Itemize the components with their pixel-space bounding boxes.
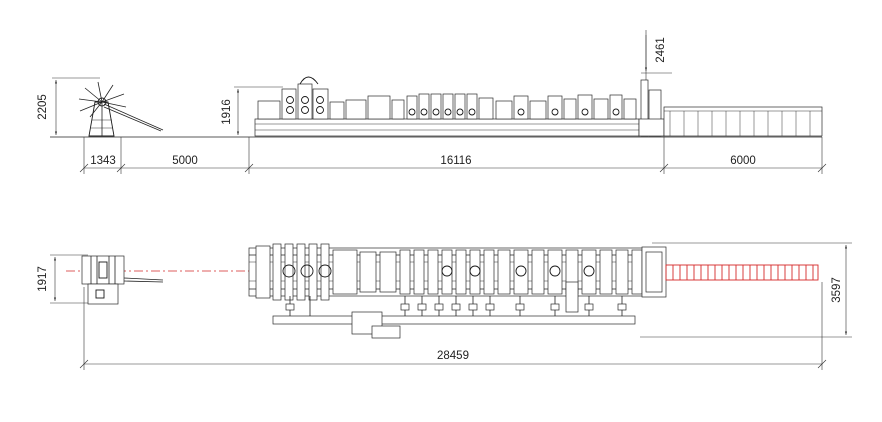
plan-view: 1917 3597 28459 [37, 242, 852, 370]
dim-mill-height: 1916 [221, 86, 283, 135]
dim-decoiler-length-text: 1343 [90, 155, 116, 167]
dim-runout-width-text: 3597 [831, 277, 843, 303]
decoiler-plan [81, 255, 164, 305]
dim-elevation-lengths: 1343 5000 16116 6000 [79, 137, 827, 174]
decoiler-elevation [78, 81, 164, 137]
dim-mill-height-text: 1916 [221, 99, 233, 125]
dim-gap-length-text: 5000 [172, 155, 198, 167]
dim-runout-width: 3597 [640, 242, 852, 338]
dim-decoiler-width-text: 1917 [37, 266, 49, 292]
runout-table-elevation [663, 106, 823, 137]
dim-runout-length-text: 6000 [730, 155, 756, 167]
dim-overall-length: 28459 [79, 282, 827, 370]
dim-decoiler-height-text: 2205 [37, 94, 49, 120]
mill-elevation [254, 76, 665, 137]
dim-cutoff-height: 2461 [641, 30, 672, 80]
drive-shafts-plan [272, 281, 636, 339]
dim-decoiler-height: 2205 [37, 77, 100, 135]
dim-decoiler-width: 1917 [37, 254, 88, 304]
mill-plan [248, 243, 667, 301]
runout-table-plan [665, 264, 819, 281]
elevation-view: 2205 1916 2461 1343 [37, 30, 827, 174]
dim-cutoff-height-text: 2461 [655, 37, 667, 63]
dim-mill-length-text: 16116 [440, 155, 471, 167]
dim-overall-length-text: 28459 [437, 350, 469, 362]
